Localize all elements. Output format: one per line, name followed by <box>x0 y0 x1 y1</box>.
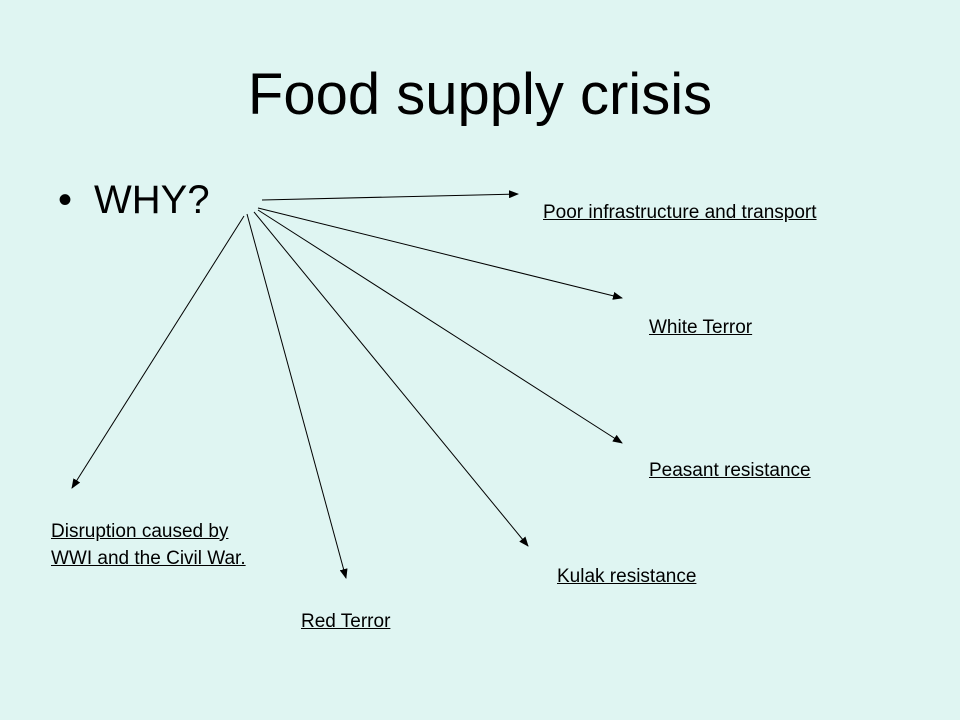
arrow-to-kulak-resistance <box>253 211 529 547</box>
cause-infrastructure: Poor infrastructure and transport <box>543 202 817 223</box>
slide-title: Food supply crisis <box>247 62 713 127</box>
bullet-why: • WHY? <box>58 172 210 228</box>
arrow-to-disruption <box>71 215 245 489</box>
cause-red-terror: Red Terror <box>301 611 391 632</box>
cause-peasant-resistance: Peasant resistance <box>649 460 811 481</box>
arrow-to-peasant-resistance <box>257 209 623 444</box>
arrow-to-red-terror <box>246 213 348 579</box>
cause-disruption: Disruption caused by WWI and the Civil W… <box>51 521 246 569</box>
cause-kulak-resistance: Kulak resistance <box>557 566 697 587</box>
bullet-glyph: • <box>58 178 73 222</box>
arrow-to-infrastructure <box>261 190 519 201</box>
arrow-to-white-terror <box>257 207 623 300</box>
cause-white-terror: White Terror <box>649 317 753 338</box>
bullet-text: WHY? <box>94 178 210 222</box>
